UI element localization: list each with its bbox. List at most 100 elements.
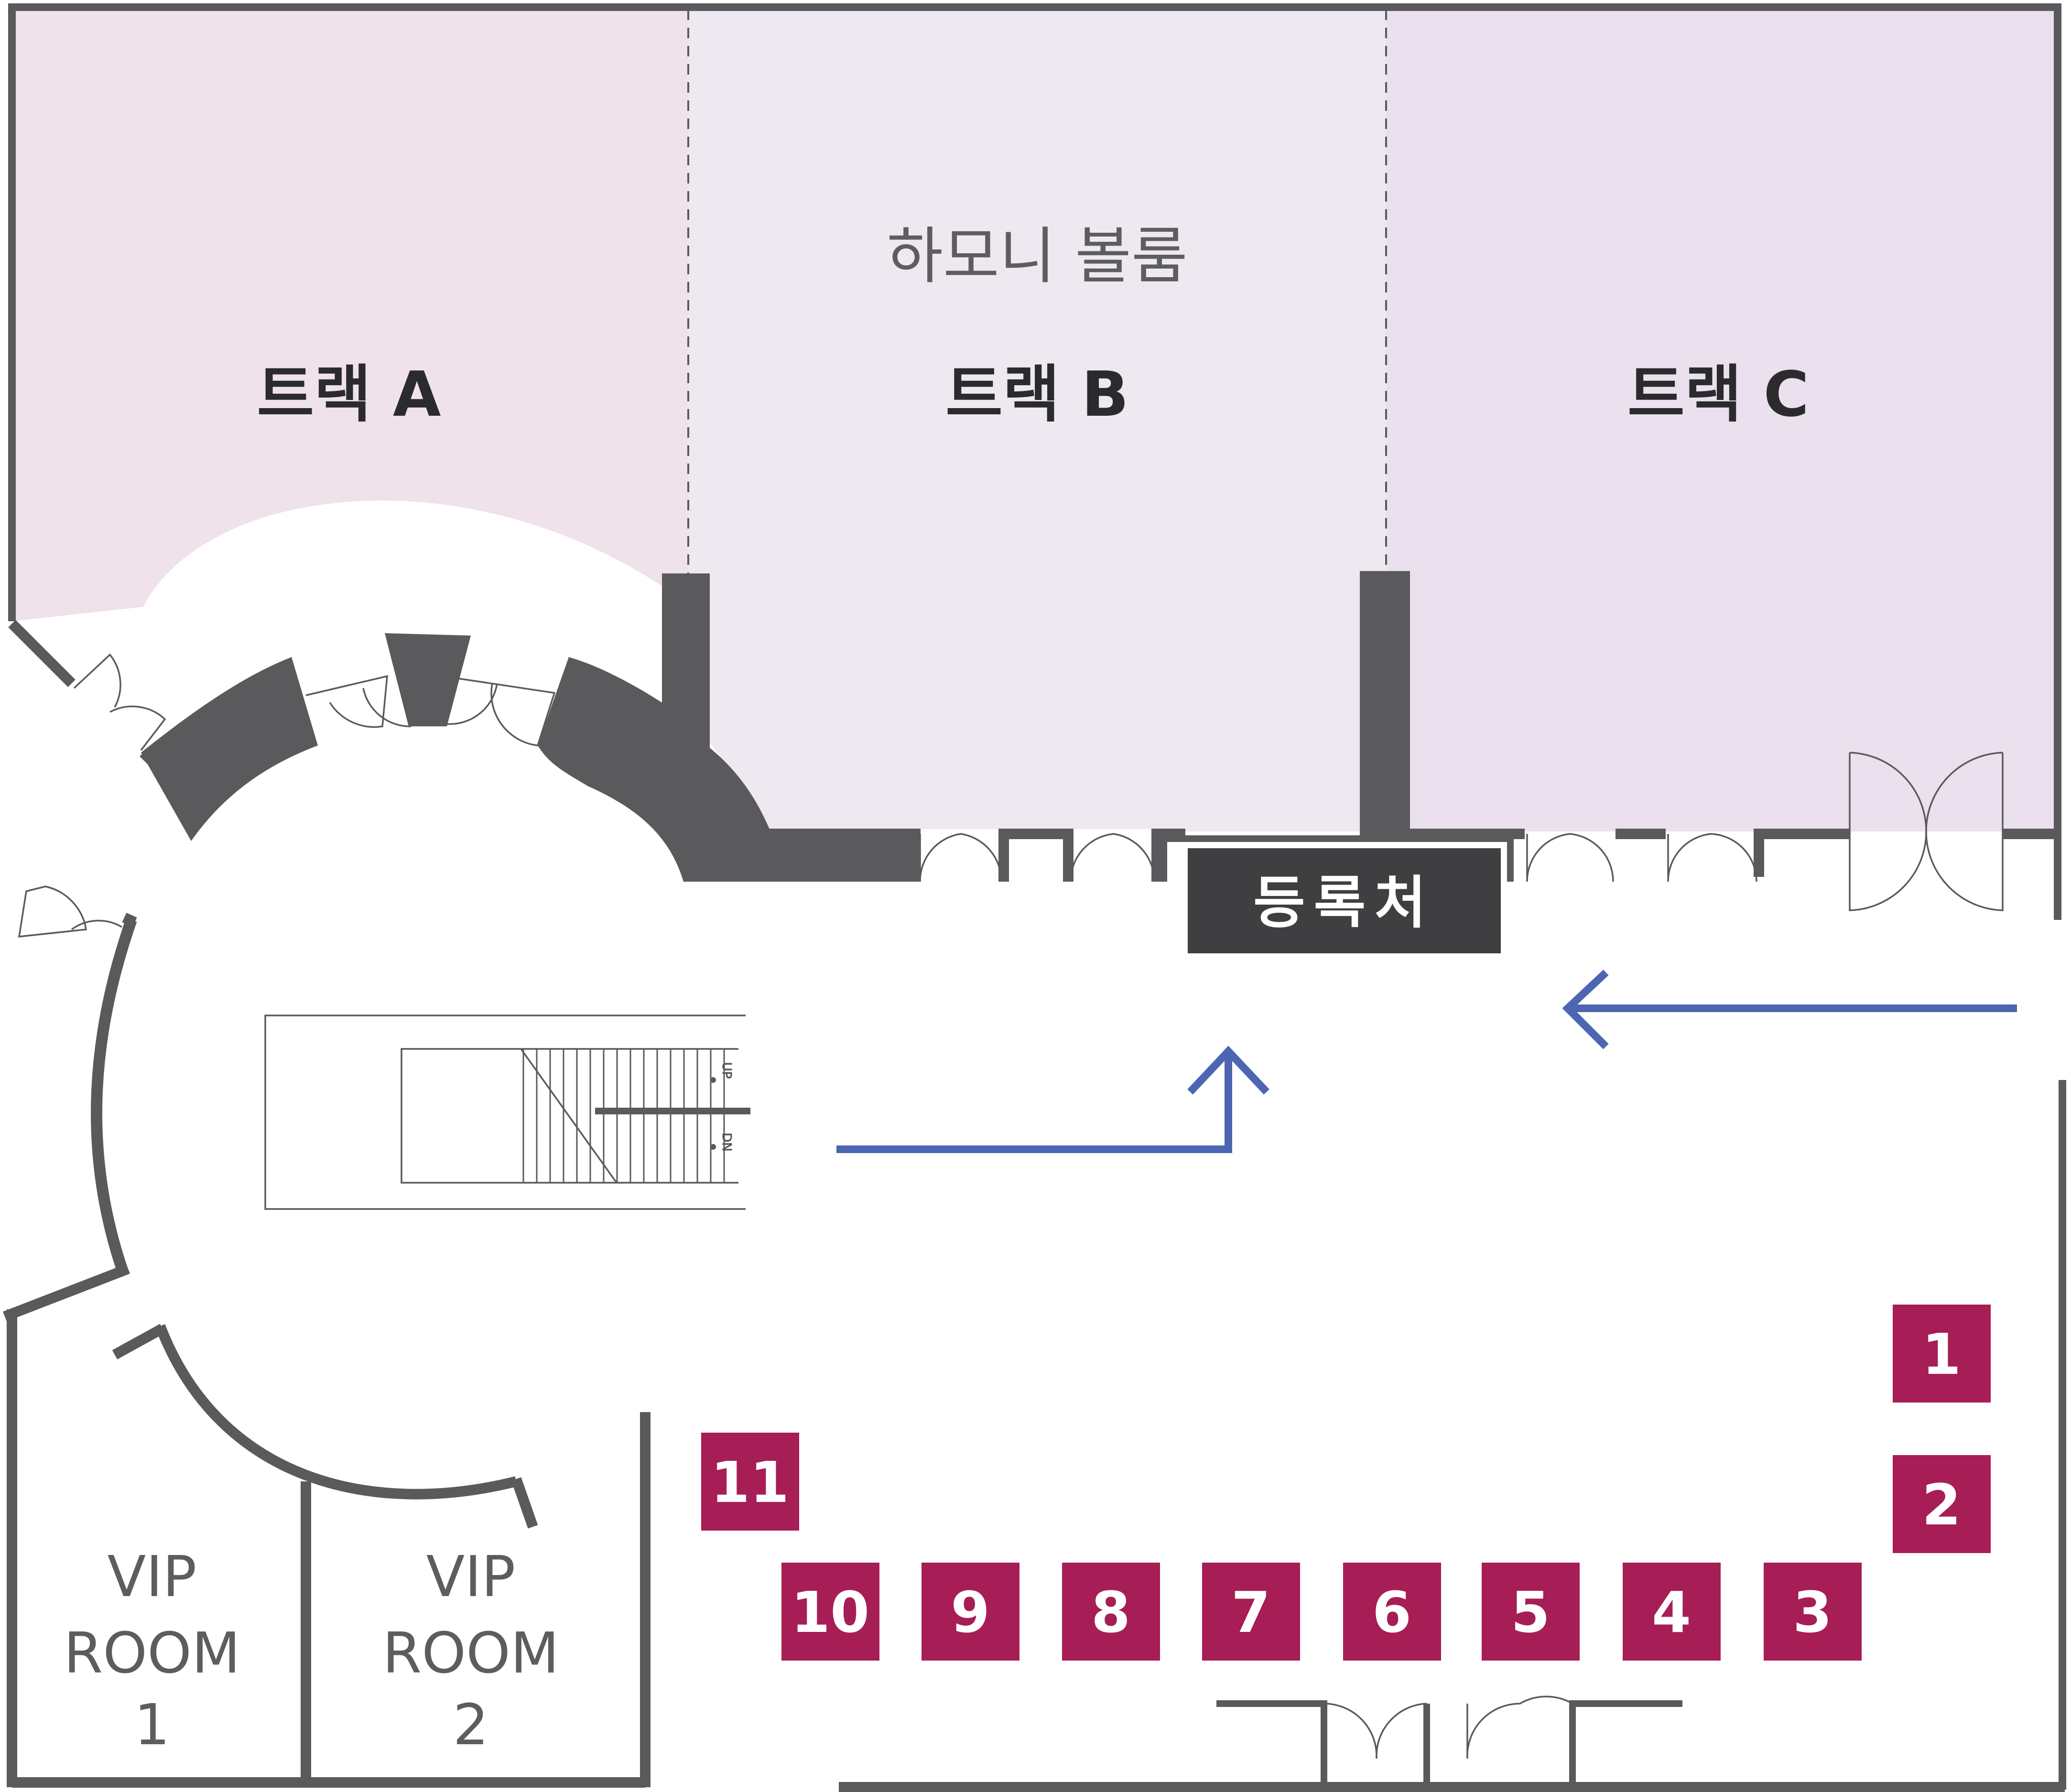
booth-7[interactable]: 7 (1202, 1563, 1300, 1661)
booth-10[interactable]: 10 (781, 1563, 879, 1661)
partitions (687, 10, 1387, 573)
booth-number: 8 (1091, 1579, 1130, 1645)
booth-6[interactable]: 6 (1343, 1563, 1441, 1661)
outer-wall-top (8, 3, 2061, 834)
booth-number: 5 (1511, 1579, 1550, 1645)
booth-1[interactable]: 1 (1893, 1305, 1991, 1403)
vip-room-1-line1: VIP (108, 1544, 197, 1609)
track-c-area (1386, 7, 2060, 831)
door-exit-2 (1466, 1695, 1573, 1759)
room-fills (12, 7, 2060, 831)
booth-box (1062, 1563, 1160, 1661)
stairs-inner (401, 1048, 738, 1184)
booth-4[interactable]: 4 (1623, 1563, 1721, 1661)
door-track-a-1 (73, 653, 121, 708)
stairs-dn-marker (710, 1144, 716, 1150)
booth-box (1202, 1563, 1300, 1661)
arrow-from-stairs-head (1187, 1046, 1269, 1095)
booth-box (922, 1563, 1019, 1661)
vip-room-2-line2: ROOM (382, 1620, 559, 1686)
wall-west-curve-cap (122, 912, 137, 928)
door-exit-1 (1323, 1703, 1427, 1785)
stairs-up-marker (710, 1077, 716, 1083)
curved-wall-segment-1 (141, 657, 318, 841)
stairs-up-label: UP (719, 1062, 734, 1079)
hall-name: 하모니 볼룸 (887, 221, 1188, 292)
wall-exit-right (1569, 1700, 1682, 1785)
door-track-c-4 (1925, 752, 2004, 911)
door-west-2 (71, 919, 122, 930)
booth-number: 10 (791, 1579, 869, 1645)
booth-3[interactable]: 3 (1764, 1563, 1862, 1661)
wall-diagonal-left (8, 620, 76, 687)
door-track-a-2 (109, 705, 166, 751)
stairs: UP DN (264, 1015, 750, 1210)
arrow-from-stairs (836, 1056, 1232, 1153)
wall-west-spur (3, 1263, 130, 1322)
track-c-label[interactable]: 트랙 C (1627, 358, 1809, 431)
pillar-track-a-b (662, 573, 710, 757)
wall-front-b-2 (998, 829, 1073, 882)
vip-room-2-line1: VIP (426, 1544, 516, 1609)
registration-box (1188, 848, 1501, 953)
wall-west-curve (90, 918, 137, 1271)
door-track-a-6 (446, 683, 498, 725)
door-track-b-2 (1070, 833, 1155, 882)
booth-box (1893, 1455, 1991, 1553)
doors (18, 653, 2004, 1785)
door-track-b-1 (919, 833, 1002, 882)
vip-room-1[interactable]: VIP ROOM 1 (64, 1544, 240, 1758)
booth-box (1343, 1563, 1441, 1661)
booth-number: 1 (1922, 1321, 1961, 1387)
stairs-outline (264, 1015, 746, 1210)
stairs-diagonal (520, 1048, 618, 1184)
booths: 1 2 3 4 5 6 7 8 (701, 1305, 1991, 1661)
track-b-label[interactable]: 트랙 B (945, 358, 1129, 431)
door-track-c-1 (1526, 833, 1614, 882)
booth-box (781, 1563, 879, 1661)
vip-room-1-line3: 1 (134, 1692, 170, 1758)
vip-room-2[interactable]: VIP ROOM 2 (382, 1544, 559, 1758)
vip-room-1-line2: ROOM (64, 1620, 240, 1686)
wall-front-b-3 (1151, 829, 1185, 882)
booth-11[interactable]: 11 (701, 1433, 799, 1531)
door-track-a-4 (362, 688, 412, 727)
booth-5[interactable]: 5 (1482, 1563, 1580, 1661)
registration-desk[interactable]: 등록처 (1188, 848, 1501, 953)
wall-front-c-3 (1754, 829, 1850, 877)
wall-segment-track-b (683, 829, 915, 882)
booth-number: 7 (1231, 1579, 1270, 1645)
booth-box (1482, 1563, 1580, 1661)
booth-number: 2 (1922, 1472, 1961, 1538)
booth-number: 9 (951, 1579, 990, 1645)
track-a-area (12, 7, 688, 621)
vip-room-2-line3: 2 (453, 1692, 488, 1758)
track-a-label[interactable]: 트랙 A (257, 358, 441, 431)
arrow-from-east-head (1562, 970, 1609, 1049)
track-b-area (688, 7, 1386, 831)
booth-box (701, 1433, 799, 1531)
booth-number: 3 (1793, 1579, 1832, 1645)
pillar-track-b-c (1360, 571, 1410, 836)
booth-9[interactable]: 9 (922, 1563, 1019, 1661)
door-track-c-2 (1667, 833, 1757, 882)
booth-number: 6 (1372, 1579, 1411, 1645)
registration-label: 등록처 (1253, 870, 1435, 936)
wall-vip-arc-cap-left (112, 1324, 165, 1360)
stairs-down-label: DN (719, 1133, 734, 1151)
door-west (18, 885, 87, 938)
booth-8[interactable]: 8 (1062, 1563, 1160, 1661)
booth-2[interactable]: 2 (1893, 1455, 1991, 1553)
door-track-a-5 (458, 678, 556, 746)
booth-box (1893, 1305, 1991, 1403)
booth-box (1764, 1563, 1862, 1661)
door-track-a-3 (305, 675, 388, 728)
curved-wall-segment-2 (385, 633, 471, 726)
wall-vip-arc-cap-right (511, 1477, 538, 1529)
wall-exit-left (1216, 1700, 1327, 1785)
booth-number: 11 (711, 1449, 789, 1515)
stairs-treads (522, 1049, 725, 1183)
curved-wall-segment-3 (538, 657, 770, 882)
booth-number: 4 (1652, 1579, 1691, 1645)
